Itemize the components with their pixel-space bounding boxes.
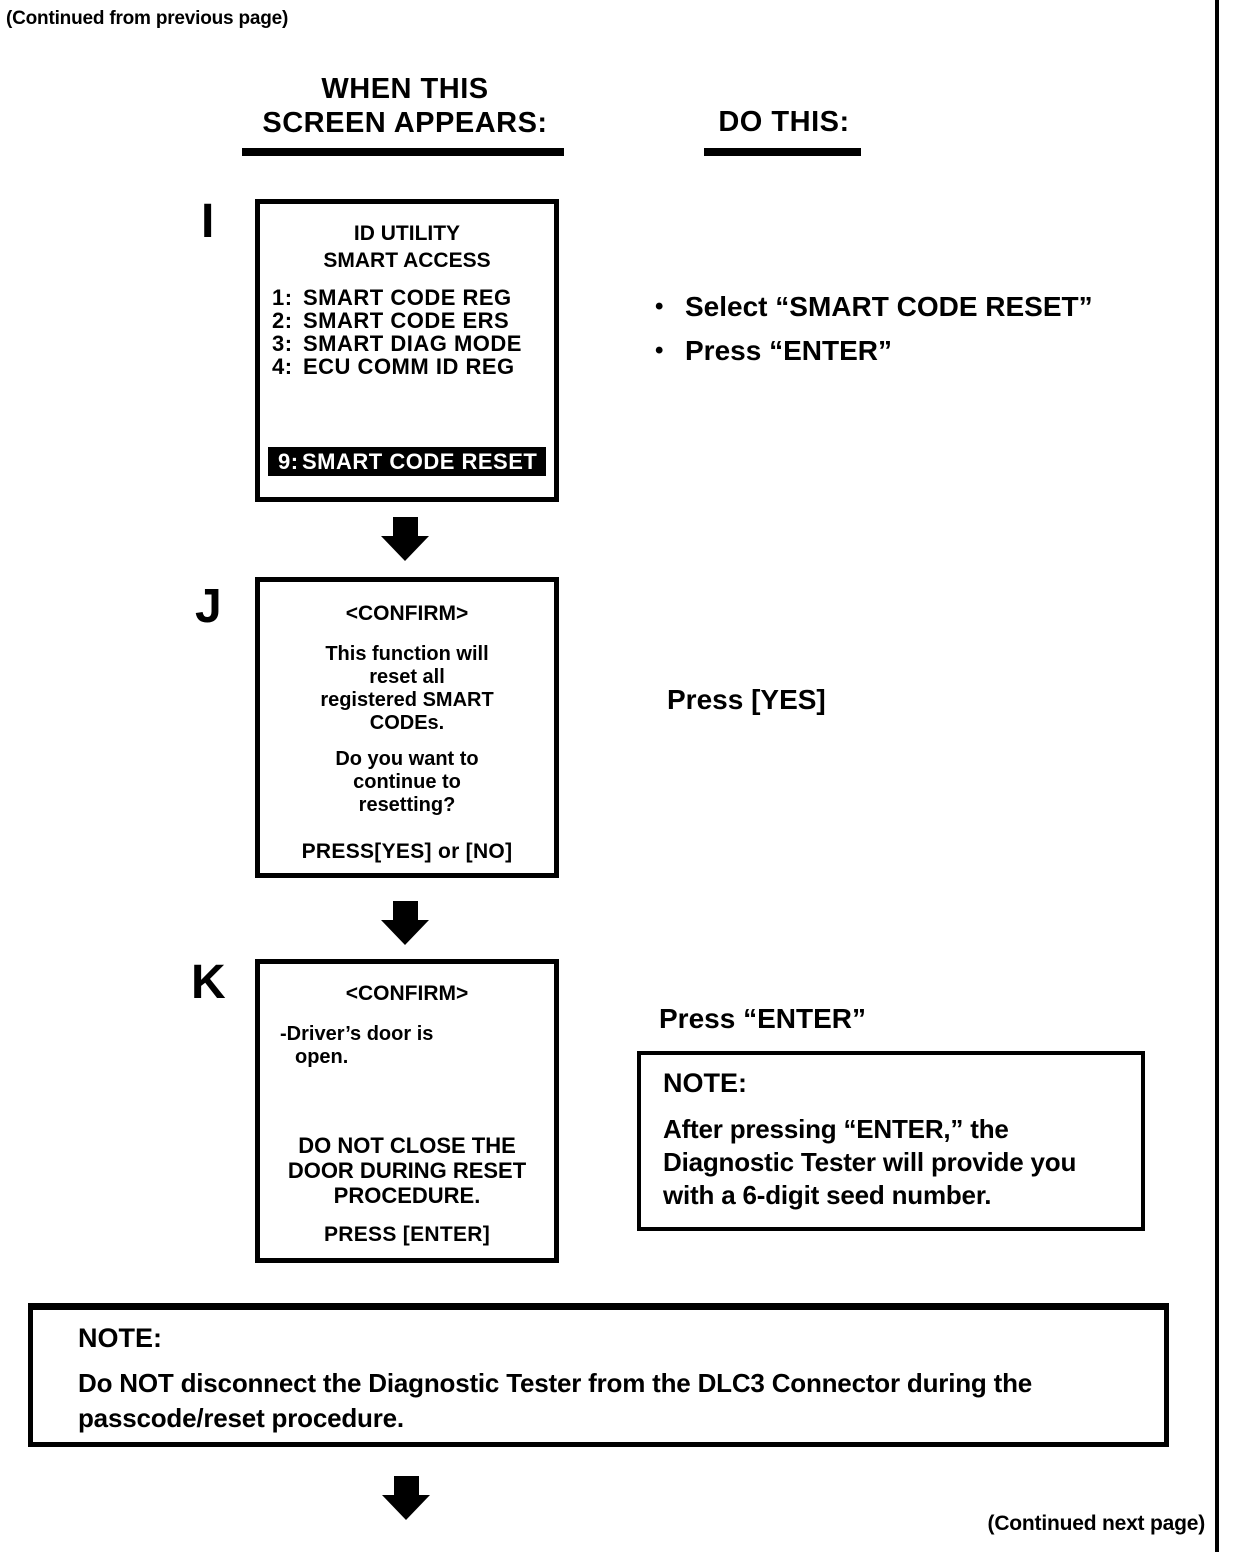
arrow-head <box>382 1495 430 1520</box>
screen-body-line: continue to <box>353 771 461 793</box>
note-line: Do NOT disconnect the Diagnostic Tester … <box>78 1368 1033 1398</box>
screen-body-line: This function will <box>325 643 489 665</box>
down-arrow-icon <box>381 517 429 561</box>
screen-body-line: resetting? <box>358 794 456 816</box>
menu-item-number: 3: <box>272 331 293 356</box>
column-header-screens-line2: SCREEN APPEARS: <box>262 107 548 139</box>
menu-item: 2: SMART CODE ERS <box>272 309 554 332</box>
note-label: NOTE: <box>663 1068 747 1098</box>
screen-footer: PRESS[YES] or [NO] <box>301 840 513 863</box>
note-line: Diagnostic Tester will provide you <box>663 1147 1077 1177</box>
screen-warning: DO NOT CLOSE THE DOOR DURING RESET PROCE… <box>260 1133 554 1208</box>
screen-body-line: Do you want to <box>335 748 479 770</box>
screen-body: Do you want to continue to resetting? <box>260 748 554 817</box>
menu-item-label: SMART CODE REG <box>303 285 512 310</box>
screen-body-line: registered SMART <box>320 689 494 711</box>
screen-footer: PRESS [ENTER] <box>323 1223 491 1246</box>
menu-item-label: SMART DIAG MODE <box>303 331 522 356</box>
note-box-seed: NOTE: After pressing “ENTER,” the Diagno… <box>637 1051 1145 1231</box>
arrow-head <box>381 920 429 945</box>
screen-title: <CONFIRM> <box>345 602 469 625</box>
arrow-head <box>381 536 429 561</box>
menu-item-label: ECU COMM ID REG <box>303 354 515 379</box>
screen-warning-line: DOOR DURING RESET <box>287 1158 527 1183</box>
arrow-stem <box>392 901 418 920</box>
column-header-actions: DO THIS: <box>718 106 850 138</box>
step-letter-i: I <box>201 195 215 248</box>
screen-title: ID UTILITY SMART ACCESS <box>260 220 554 274</box>
screen-menu: 1: SMART CODE REG 2: SMART CODE ERS 3: SMAR… <box>260 286 554 378</box>
note-line: passcode/reset procedure. <box>78 1403 404 1433</box>
bullet-icon: • <box>655 337 664 364</box>
note-line: with a 6-digit seed number. <box>663 1180 992 1210</box>
menu-item-number: 9: <box>278 449 299 474</box>
instructions-step-i: • Select “SMART CODE RESET” • Press “ENT… <box>655 292 1093 380</box>
note-line: After pressing “ENTER,” the <box>663 1114 1009 1144</box>
menu-item-highlighted: 9:SMART CODE RESET <box>268 447 546 476</box>
screen-title-line2: SMART ACCESS <box>323 249 491 272</box>
step-letter-k: K <box>191 956 226 1009</box>
instruction-text: Select “SMART CODE RESET” <box>685 291 1093 322</box>
tester-screen-i: ID UTILITY SMART ACCESS 1: SMART CODE REG… <box>255 199 559 502</box>
column-header-screens: WHEN THIS SCREEN APPEARS: <box>200 72 610 140</box>
down-arrow-icon <box>382 1476 430 1520</box>
menu-item: 4: ECU COMM ID REG <box>272 355 554 378</box>
menu-item-label: SMART CODE RESET <box>302 449 538 474</box>
tester-screen-j: <CONFIRM> This function will reset all r… <box>255 577 559 878</box>
instruction-text: Press “ENTER” <box>685 335 892 366</box>
instruction-row: • Press “ENTER” <box>655 336 1093 366</box>
screen-body-line: open. <box>295 1046 349 1068</box>
menu-item: 1: SMART CODE REG <box>272 286 554 309</box>
tester-screen-k: <CONFIRM> -Driver’s door is open. DO NOT… <box>255 959 559 1263</box>
screen-title: <CONFIRM> <box>345 982 469 1005</box>
note-body: Do NOT disconnect the Diagnostic Tester … <box>78 1366 1144 1436</box>
screen-warning-line: PROCEDURE. <box>333 1183 481 1208</box>
screen-body: This function will reset all registered … <box>260 643 554 735</box>
continued-next-label: (Continued next page) <box>987 1512 1206 1535</box>
bullet-icon: • <box>655 293 664 320</box>
instruction-row: • Select “SMART CODE RESET” <box>655 292 1093 322</box>
menu-item-number: 4: <box>272 354 293 379</box>
step-letter-j: J <box>195 580 222 633</box>
menu-item-number: 1: <box>272 285 293 310</box>
arrow-stem <box>392 517 418 536</box>
header-underline <box>242 148 564 156</box>
note-box-disconnect: NOTE: Do NOT disconnect the Diagnostic T… <box>28 1303 1169 1447</box>
screen-body: -Driver’s door is open. <box>260 1023 554 1069</box>
arrow-stem <box>393 1476 419 1495</box>
instruction-step-k: Press “ENTER” <box>659 1003 866 1034</box>
menu-item: 3: SMART DIAG MODE <box>272 332 554 355</box>
page-edge-line <box>1215 0 1219 1552</box>
instruction-step-j: Press [YES] <box>667 684 826 715</box>
note-body: After pressing “ENTER,” the Diagnostic T… <box>663 1113 1127 1212</box>
screen-warning-line: DO NOT CLOSE THE <box>298 1133 516 1158</box>
menu-item-number: 2: <box>272 308 293 333</box>
menu-item-label: SMART CODE ERS <box>303 308 510 333</box>
column-header-screens-line1: WHEN THIS <box>321 73 489 105</box>
header-underline <box>704 148 861 156</box>
screen-body-line: reset all <box>369 666 445 688</box>
screen-body-line: CODEs. <box>369 712 445 734</box>
screen-body-line: -Driver’s door is <box>280 1023 434 1045</box>
note-label: NOTE: <box>78 1323 162 1353</box>
continued-from-label: (Continued from previous page) <box>6 8 289 29</box>
screen-title-line1: ID UTILITY <box>353 222 461 245</box>
down-arrow-icon <box>381 901 429 945</box>
